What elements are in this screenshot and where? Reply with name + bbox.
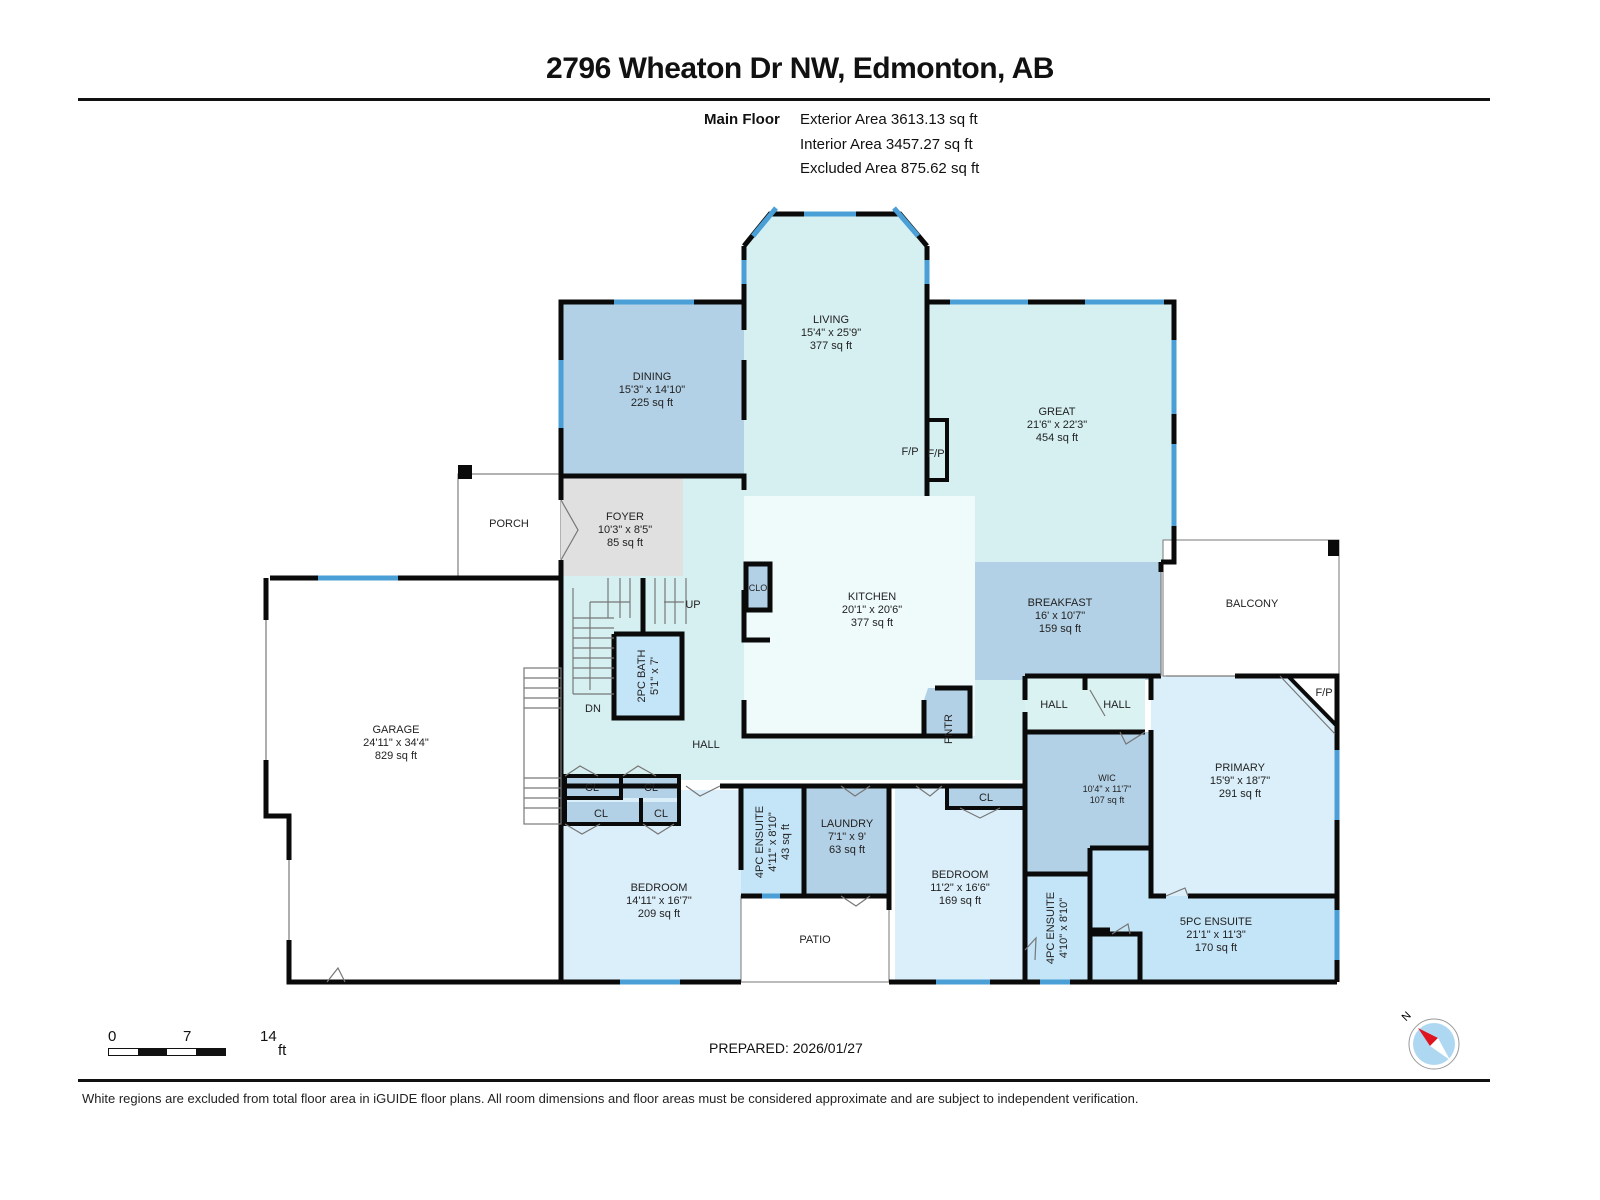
scale-tick: 14	[260, 1028, 277, 1045]
fireplace-label: F/P	[901, 446, 918, 458]
room-great-area: 454 sq ft	[1036, 432, 1078, 444]
room-2pc-bath-name: 2PC BATH	[636, 649, 648, 702]
room-breakfast-area: 159 sq ft	[1039, 623, 1081, 635]
scale-unit: ft	[278, 1042, 287, 1059]
header-divider	[78, 98, 1490, 101]
room-dining-area: 225 sq ft	[631, 397, 673, 409]
room-bedroom-2-name: BEDROOM	[932, 869, 989, 881]
room-kitchen-name: KITCHEN	[848, 591, 896, 603]
room-hall-a-name: HALL	[1040, 699, 1068, 711]
room-bedroom-1-dims: 14'11" x 16'7"	[626, 895, 692, 907]
scale-tick: 0	[108, 1028, 117, 1045]
room-kitchen-area: 377 sq ft	[851, 617, 893, 629]
room-primary-dims: 15'9" x 18'7"	[1210, 775, 1270, 787]
room-wic-area: 107 sq ft	[1090, 795, 1125, 805]
room-5pc-ensuite-dims: 21'1" x 11'3"	[1186, 929, 1246, 941]
scale-segments	[108, 1048, 226, 1056]
scale-tick: 7	[183, 1028, 192, 1045]
compass-north-label: N	[1400, 1010, 1414, 1024]
room-foyer-area: 85 sq ft	[607, 537, 643, 549]
room-dining-dims: 15'3" x 14'10"	[619, 384, 686, 396]
room-porch-name: PORCH	[489, 518, 529, 530]
stairs-down-label: DN	[585, 703, 601, 715]
exterior-area: Exterior Area 3613.13 sq ft	[800, 111, 978, 128]
room-fills	[264, 214, 1340, 983]
compass-icon: N	[1400, 1010, 1460, 1070]
room-dining-fill	[561, 302, 744, 476]
room-laundry-dims: 7'1" x 9'	[828, 831, 866, 843]
room-2pc-bath-dims: 5'1" x 7'	[649, 657, 661, 695]
room-4pc-ensuite-2-name: 4PC ENSUITE	[1045, 892, 1057, 964]
closet-label: CL	[585, 782, 599, 794]
interior-area: Interior Area 3457.27 sq ft	[800, 135, 973, 153]
closet-label: CL	[594, 808, 608, 820]
openings-and-stairs	[265, 499, 1336, 983]
room-laundry-name: LAUNDRY	[821, 818, 874, 830]
room-garage-area: 829 sq ft	[375, 750, 417, 762]
room-wic-dims: 10'4" x 11'7"	[1083, 784, 1132, 794]
closet-label: CL	[979, 792, 993, 804]
room-kitchen-dims: 20'1" x 20'6"	[842, 604, 902, 616]
staircase-down	[572, 578, 687, 695]
room-breakfast-name: BREAKFAST	[1028, 597, 1093, 609]
room-primary-area: 291 sq ft	[1219, 788, 1261, 800]
room-4pc-ensuite-1-dims: 4'11" x 8'10"	[767, 812, 779, 872]
room-laundry-area: 63 sq ft	[829, 844, 865, 856]
room-great-dims: 21'6" x 22'3"	[1027, 419, 1087, 431]
room-hall-name: HALL	[692, 739, 720, 751]
page-title: 2796 Wheaton Dr NW, Edmonton, AB	[546, 52, 1054, 85]
room-foyer-dims: 10'3" x 8'5"	[598, 524, 652, 536]
room-living-area: 377 sq ft	[810, 340, 852, 352]
windows	[318, 206, 1340, 985]
room-5pc-ensuite-name: 5PC ENSUITE	[1180, 916, 1252, 928]
room-4pc-ensuite-2-dims: 4'10" x 8'10"	[1058, 898, 1070, 958]
footer-divider	[78, 1079, 1490, 1082]
room-wic-name: WIC	[1098, 773, 1116, 783]
room-bedroom-1-name: BEDROOM	[631, 882, 688, 894]
room-living-name: LIVING	[813, 314, 849, 326]
room-bedroom-2-dims: 11'2" x 16'6"	[930, 882, 990, 894]
excluded-area: Excluded Area 875.62 sq ft	[800, 160, 980, 177]
room-pantry-name: PNTR	[943, 714, 955, 744]
disclaimer: White regions are excluded from total fl…	[82, 1091, 1139, 1106]
closet-label: CL	[644, 782, 658, 794]
stairs-up-label: UP	[685, 599, 700, 611]
fireplace-label: F/P	[1315, 687, 1332, 699]
room-5pc-ensuite-area: 170 sq ft	[1195, 942, 1237, 954]
room-garage-dims: 24'11" x 34'4"	[363, 737, 429, 749]
room-bedroom-1-area: 209 sq ft	[638, 908, 680, 920]
room-primary-name: PRIMARY	[1215, 762, 1266, 774]
floor-label: Main Floor	[704, 111, 780, 128]
room-breakfast-dims: 16' x 10'7"	[1035, 610, 1085, 622]
room-labels: LIVING 15'4" x 25'9" 377 sq ft DINING 15…	[363, 314, 1332, 964]
room-patio-name: PATIO	[799, 934, 831, 946]
room-4pc-ensuite-1-area: 43 sq ft	[780, 824, 792, 860]
room-hall-b-name: HALL	[1103, 699, 1131, 711]
room-great-name: GREAT	[1038, 406, 1075, 418]
room-foyer-name: FOYER	[606, 511, 644, 523]
room-clo-name: CLO	[749, 583, 768, 593]
room-bedroom-2-area: 169 sq ft	[939, 895, 981, 907]
prepared-date: PREPARED: 2026/01/27	[709, 1040, 863, 1056]
room-garage-name: GARAGE	[372, 724, 419, 736]
garage-steps	[523, 667, 562, 825]
room-living-dims: 15'4" x 25'9"	[801, 327, 861, 339]
closet-label: CL	[654, 808, 668, 820]
room-dining-name: DINING	[633, 371, 672, 383]
room-balcony-name: BALCONY	[1226, 598, 1279, 610]
fireplace-label: F/P	[927, 448, 944, 460]
room-4pc-ensuite-1-name: 4PC ENSUITE	[754, 806, 766, 878]
